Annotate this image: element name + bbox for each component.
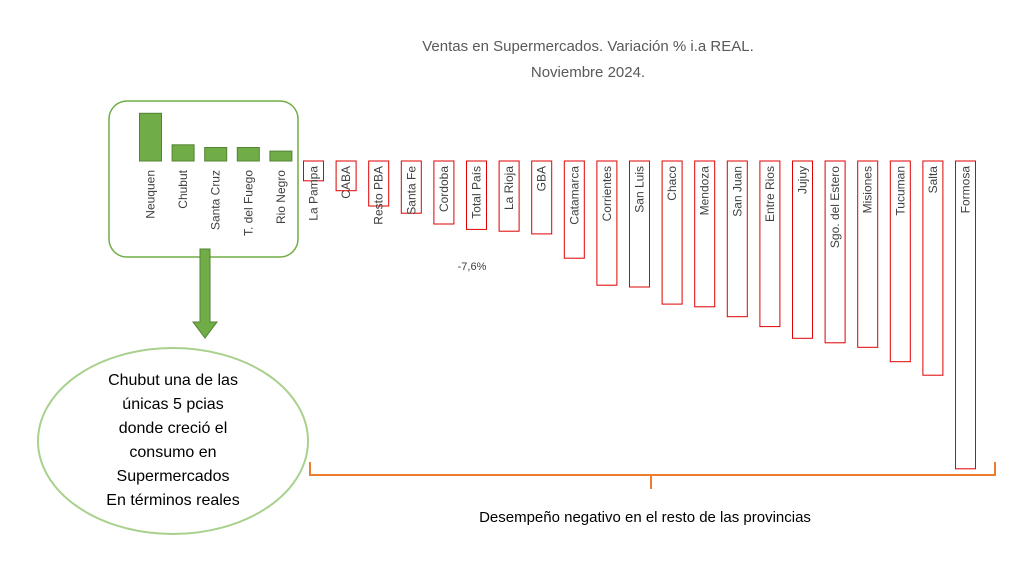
category-label-entre-rios: Entre Rios bbox=[763, 166, 777, 222]
total-pais-data-label: -7,6% bbox=[458, 261, 487, 273]
bar-total-pais bbox=[466, 160, 487, 230]
bar-la-pampa bbox=[303, 160, 324, 182]
category-label-rio-negro: Rio Negro bbox=[274, 170, 288, 224]
bar-t-del-fuego bbox=[236, 147, 260, 162]
chart-title-line-2: Noviembre 2024. bbox=[531, 64, 645, 81]
category-label-tucuman: Tucuman bbox=[893, 166, 907, 216]
bar-salta bbox=[922, 160, 944, 376]
category-label-formosa: Formosa bbox=[959, 166, 973, 214]
ellipse-line-3: donde creció el bbox=[119, 420, 228, 437]
chart-title-line-1: Ventas en Supermercados. Variación % i.a… bbox=[422, 38, 754, 55]
bar-santa-cruz bbox=[204, 147, 228, 162]
bars-group bbox=[139, 112, 976, 470]
bar-cordoba bbox=[433, 160, 455, 225]
category-label-mendoza: Mendoza bbox=[698, 166, 712, 216]
bar-formosa bbox=[955, 160, 976, 470]
category-label-sgo-del-estero: Sgo. del Estero bbox=[828, 166, 842, 248]
category-label-cordoba: Cordoba bbox=[437, 166, 451, 212]
category-label-gba: GBA bbox=[535, 166, 549, 191]
category-label-salta: Salta bbox=[926, 166, 940, 194]
annotation-ellipse bbox=[37, 347, 309, 535]
ellipse-line-6: En términos reales bbox=[106, 492, 239, 509]
category-label-total-pais: Total País bbox=[470, 166, 484, 219]
category-label-neuquen: Neuquen bbox=[144, 170, 158, 219]
bar-sgo-del-estero bbox=[824, 160, 846, 344]
category-label-jujuy: Jujuy bbox=[796, 166, 810, 194]
category-label-misiones: Misiones bbox=[861, 166, 875, 213]
bar-la-rioja bbox=[498, 160, 520, 232]
annotation-ellipse-text: Chubut una de las únicas 5 pcias donde cre… bbox=[106, 372, 239, 509]
bar-caba bbox=[335, 160, 357, 192]
category-label-san-juan: San Juan bbox=[730, 166, 744, 217]
bar-catamarca bbox=[563, 160, 585, 259]
category-label-t-del-fuego: T. del Fuego bbox=[241, 170, 255, 236]
down-arrow bbox=[192, 248, 218, 339]
ellipse-line-5: Supermercados bbox=[117, 468, 230, 485]
bar-san-luis bbox=[629, 160, 650, 288]
category-label-resto-pba: Resto PBA bbox=[372, 166, 386, 225]
ellipse-line-4: consumo en bbox=[129, 444, 216, 461]
category-label-chaco: Chaco bbox=[665, 166, 679, 201]
category-label-catamarca: Catamarca bbox=[567, 166, 581, 225]
bar-chaco bbox=[661, 160, 683, 305]
bar-gba bbox=[531, 160, 553, 235]
category-label-san-luis: San Luis bbox=[633, 166, 647, 213]
category-labels-group: Neuquen Chubut Santa Cruz T. del Fuego Rio N… bbox=[144, 166, 973, 248]
category-label-la-rioja: La Rioja bbox=[502, 166, 516, 210]
category-label-santa-cruz: Santa Cruz bbox=[209, 170, 223, 230]
bar-jujuy bbox=[792, 160, 813, 339]
category-label-la-pampa: La Pampa bbox=[307, 166, 321, 221]
bar-san-juan bbox=[726, 160, 748, 318]
negative-group-bracket bbox=[309, 462, 996, 489]
bar-tucuman bbox=[889, 160, 911, 363]
category-label-santa-fe: Santa Fe bbox=[404, 166, 418, 215]
bar-chubut bbox=[171, 144, 195, 162]
category-label-chubut: Chubut bbox=[176, 169, 190, 208]
category-label-corrientes: Corrientes bbox=[600, 166, 614, 221]
bar-misiones bbox=[857, 160, 879, 348]
bar-rio-negro bbox=[269, 150, 293, 162]
bar-entre-rios bbox=[759, 160, 781, 328]
bar-corrientes bbox=[596, 160, 618, 286]
negative-group-caption: Desempeño negativo en el resto de las pr… bbox=[479, 509, 811, 526]
category-label-caba: CABA bbox=[339, 166, 353, 199]
ellipse-line-1: Chubut una de las bbox=[108, 372, 238, 389]
bar-neuquen bbox=[139, 112, 162, 162]
bar-santa-fe bbox=[400, 160, 422, 214]
bar-resto-pba bbox=[368, 160, 390, 207]
positive-group-box bbox=[108, 100, 299, 258]
ellipse-line-2: únicas 5 pcias bbox=[122, 396, 223, 413]
bar-mendoza bbox=[694, 160, 716, 308]
